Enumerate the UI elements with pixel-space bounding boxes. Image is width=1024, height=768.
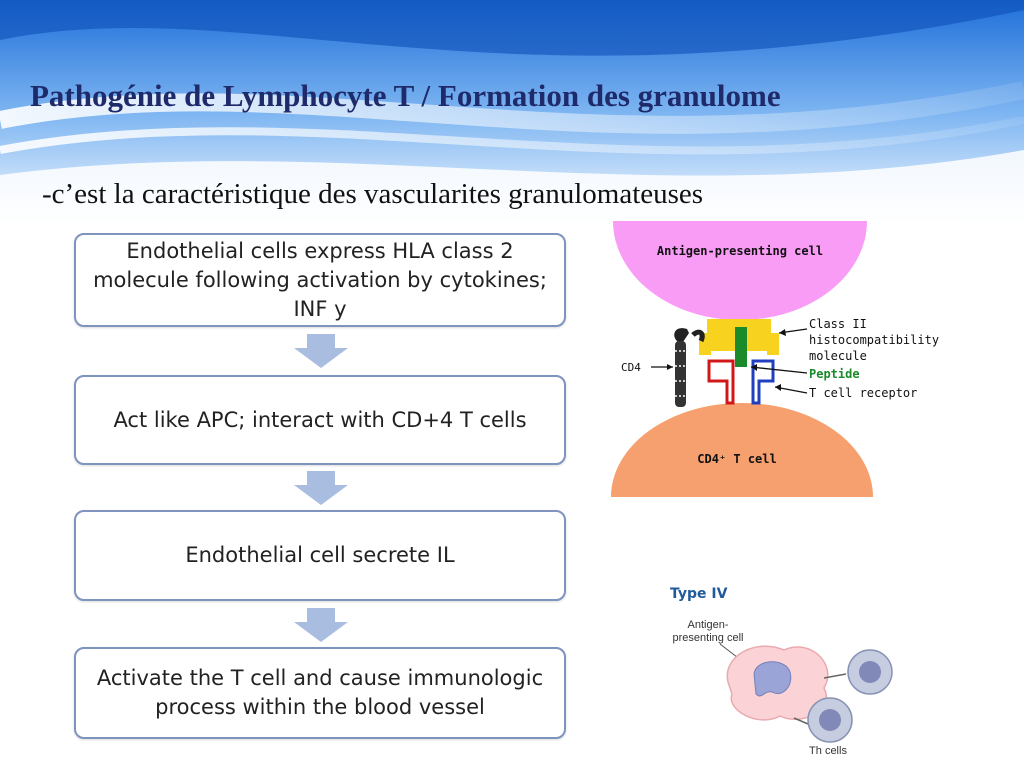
apc-tcell-diagram: Antigen-presenting cell CD4⁺ T cell CD4 …: [605, 221, 957, 497]
type-iv-diagram: Type IV Antigen- presenting cell Th cell…: [670, 586, 893, 757]
tcr-label: T cell receptor: [809, 386, 917, 400]
flow-step-3: Endothelial cell secrete IL: [74, 510, 566, 601]
peptide-label: Peptide: [809, 367, 860, 381]
slide-subtitle: -c’est la caractéristique des vascularit…: [42, 178, 704, 210]
tcell-label: CD4⁺ T cell: [697, 452, 776, 466]
mhc-label-line-1: Class II: [809, 317, 867, 331]
cd4-molecule-shape: [674, 328, 705, 407]
flow-step-1: Endothelial cells express HLA class 2 mo…: [74, 233, 566, 327]
th-cells-label: Th cells: [809, 745, 847, 757]
mhc-label-line-2: histocompatibility: [809, 333, 939, 347]
apc-label-line-2: presenting cell: [673, 632, 744, 644]
blue-wave-background: [0, 0, 1024, 230]
mhc-label-line-3: molecule: [809, 349, 867, 363]
tcell-shape: [611, 403, 873, 497]
type-iv-label: Type IV: [670, 586, 728, 602]
flow-step-4: Activate the T cell and cause immunologi…: [74, 647, 566, 739]
slide-title: Pathogénie de Lymphocyte T / Formation d…: [30, 78, 781, 113]
flow-step-2: Act like APC; interact with CD+4 T cells: [74, 375, 566, 465]
apc-cell-shape: [613, 221, 867, 320]
cd4-label: CD4: [621, 361, 641, 374]
tcr-shape: [707, 359, 775, 405]
apc-label-line-1: Antigen-: [688, 619, 729, 631]
apc-label: Antigen-presenting cell: [657, 244, 823, 258]
apc-nucleus-shape: [753, 661, 792, 697]
peptide-shape: [735, 327, 747, 367]
down-arrow-icon: [294, 334, 348, 368]
down-arrow-icon: [294, 471, 348, 505]
down-arrow-icon: [294, 608, 348, 642]
